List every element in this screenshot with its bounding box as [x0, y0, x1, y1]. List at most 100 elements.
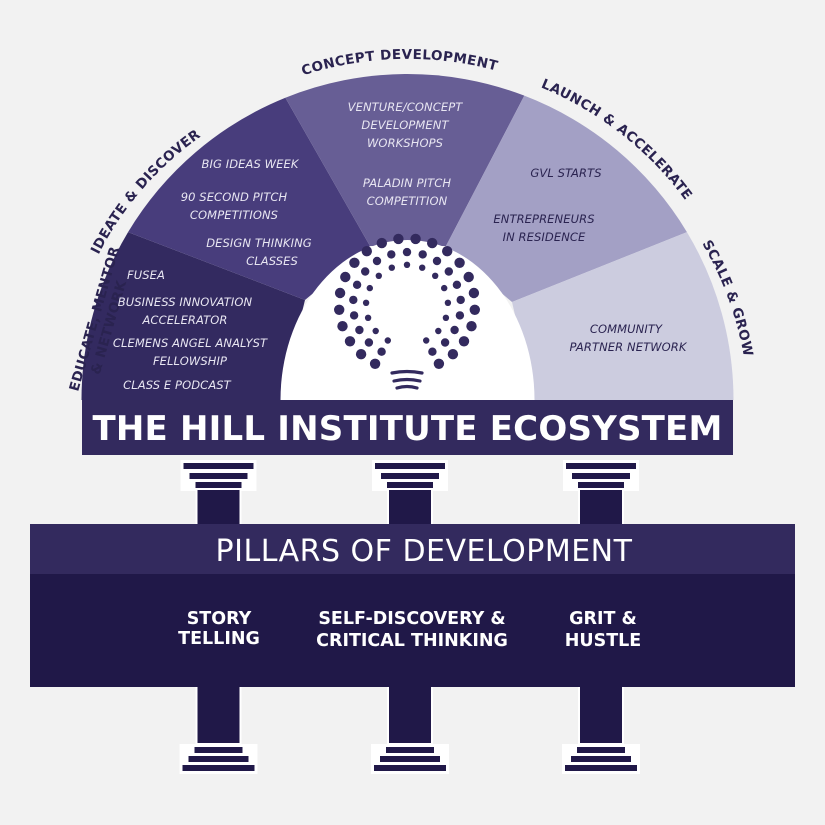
item-90-second-pitch-line2: COMPETITIONS [190, 208, 278, 222]
column-base-bar [380, 756, 440, 762]
bulb-dot [355, 349, 367, 360]
bulb-dot [441, 284, 448, 292]
column-capital-bar [375, 463, 445, 469]
pillar-grit-hustle-line1: GRIT & [569, 609, 637, 629]
pillar-self-discovery: SELF-DISCOVERY & CRITICAL THINKING [316, 609, 508, 651]
bulb-dot [419, 264, 426, 271]
bulb-dot [450, 325, 459, 335]
bulb-dot [427, 237, 438, 249]
bulb-dot [334, 287, 346, 299]
item-design-thinking: DESIGN THINKING [206, 236, 312, 250]
bulb-dot [423, 337, 430, 344]
column-capital-bar [387, 482, 433, 488]
bulb-dot [454, 257, 465, 268]
bulb-dot [469, 304, 480, 315]
item-venture-concept-line3: WORKSHOPS [367, 136, 443, 150]
bulb-dot [410, 233, 421, 245]
column-shaft-upper [580, 490, 622, 524]
bulb-dot [372, 256, 382, 266]
bulb-dot [468, 287, 480, 299]
bulb-dot [375, 272, 382, 279]
item-design-thinking-line2: CLASSES [246, 254, 298, 268]
pillar-self-discovery-line1: SELF-DISCOVERY & [318, 609, 505, 629]
column-shaft-lower [580, 687, 622, 743]
bulb-dot [344, 336, 356, 347]
item-entrepreneurs: ENTREPRENEURS [493, 212, 594, 226]
column-capital-bar [189, 473, 248, 479]
item-class-e-podcast: CLASS E PODCAST [123, 378, 232, 392]
bulb-dot [372, 327, 379, 335]
bulb-dot [387, 250, 396, 259]
bulb-dot [452, 280, 462, 289]
bulb-dot [362, 299, 370, 306]
bulb-dot [447, 349, 459, 360]
bulb-dot [418, 250, 427, 259]
lightbulb-dots-icon [334, 233, 480, 390]
item-clemens-angel-line2: FELLOWSHIP [153, 354, 227, 368]
column-capital-bar [195, 482, 242, 488]
column-shaft-lower [389, 687, 431, 743]
bulb-dot [463, 271, 474, 283]
item-business-innovation: BUSINESS INNOVATION [118, 295, 253, 309]
column-capital-bar [578, 482, 624, 488]
bulb-dot [361, 246, 372, 257]
stage-segments [81, 73, 734, 400]
pillar-storytelling-line1: STORY [187, 609, 252, 629]
bulb-dot [334, 304, 345, 315]
bulb-dot [384, 337, 391, 344]
pillars-body [30, 574, 795, 687]
column-base-bar [571, 756, 631, 762]
item-business-innovation-line2: ACCELERATOR [141, 313, 227, 327]
columns [179, 460, 640, 774]
column-base-bar [188, 756, 249, 762]
item-entrepreneurs-line2: IN RESIDENCE [503, 230, 586, 244]
segment-educate [81, 232, 305, 400]
title-band [82, 400, 733, 455]
column-base-bar [386, 747, 434, 753]
bulb-dot [403, 261, 411, 268]
ecosystem-title: THE HILL INSTITUTE ECOSYSTEM [92, 409, 722, 449]
item-paladin-pitch: PALADIN PITCH [363, 176, 452, 190]
bulb-dot [456, 295, 465, 305]
column-1 [179, 460, 258, 774]
item-community-line2: PARTNER NETWORK [569, 340, 687, 354]
column-base-bar [374, 765, 446, 771]
column-base-bar [565, 765, 637, 771]
bulb-dot [361, 267, 370, 276]
pillars-header [30, 524, 795, 574]
bulb-dot [466, 321, 477, 332]
column-capital-bar [381, 473, 439, 479]
item-paladin-pitch-line2: COMPETITION [367, 194, 448, 208]
bulb-dot [349, 257, 360, 268]
bulb-dot [402, 247, 412, 257]
bulb-dot [352, 280, 362, 289]
item-fusea: FUSEA [127, 268, 165, 282]
item-90-second-pitch: 90 SECOND PITCH [181, 190, 288, 204]
bulb-base-line [390, 369, 424, 375]
segment-launch [446, 95, 687, 303]
bulb-dot [444, 299, 452, 306]
column-shaft-lower [197, 687, 240, 743]
bulb-dot [355, 325, 364, 335]
bulb-dot [440, 338, 450, 347]
bulb-dot [444, 267, 453, 276]
bulb-dot [393, 233, 404, 245]
column-shaft-upper [197, 490, 240, 524]
column-capital-bar [183, 463, 254, 469]
bulb-dot [377, 347, 386, 356]
pillars-title: PILLARS OF DEVELOPMENT [216, 534, 633, 569]
column-base-bar [182, 765, 255, 771]
column-2 [371, 460, 449, 774]
pillar-storytelling: STORY TELLING [178, 609, 260, 649]
bulb-dot [435, 327, 442, 335]
pillar-grit-hustle-line2: HUSTLE [565, 631, 642, 651]
column-base-bar [577, 747, 625, 753]
bulb-dot [364, 338, 374, 347]
bulb-dot [433, 358, 445, 369]
item-community: COMMUNITY [590, 322, 663, 336]
bulb-dot [442, 314, 450, 321]
item-gvl-starts: GVL STARTS [530, 166, 601, 180]
bulb-dot [366, 284, 373, 292]
item-venture-concept: VENTURE/CONCEPT [348, 100, 464, 114]
